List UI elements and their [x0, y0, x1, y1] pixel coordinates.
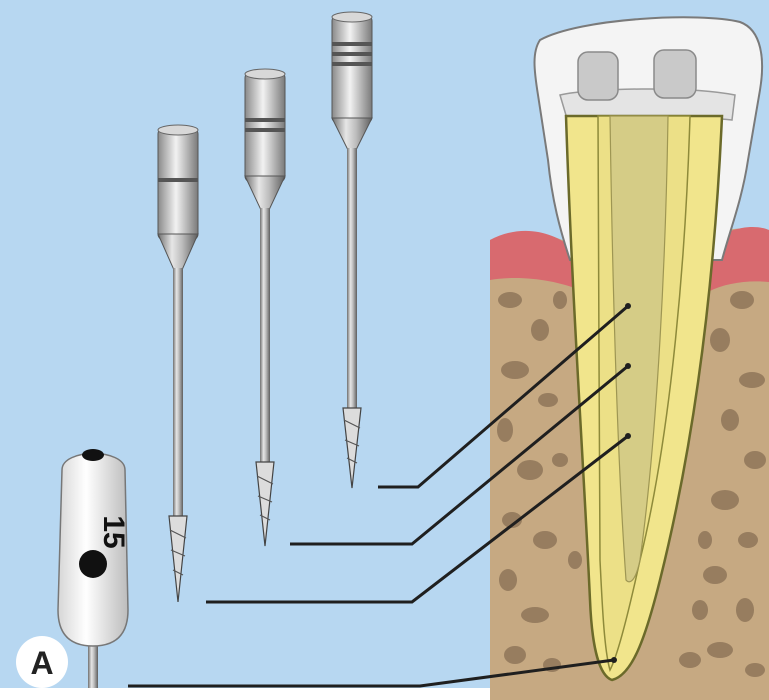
bone-pore [498, 292, 522, 308]
handle-size-label: 15 [97, 515, 130, 548]
panel-label-text: A [30, 645, 53, 681]
bone-pore [744, 451, 766, 469]
access-post-right [654, 50, 696, 98]
panel-label: A [16, 636, 68, 688]
bone-pore [568, 551, 582, 569]
bone-pore [707, 642, 733, 658]
bone-pore [538, 393, 558, 407]
instrument-2-cap [245, 72, 285, 182]
bone-pore [521, 607, 549, 623]
handle-color-dot [79, 550, 107, 578]
access-post-left [578, 52, 618, 100]
bone-pore [739, 372, 765, 388]
bone-pore [692, 600, 708, 620]
instrument-1-shaft [173, 268, 183, 518]
bone-pore [745, 663, 765, 677]
bone-pore [552, 453, 568, 467]
bone-pore [710, 328, 730, 352]
bone-pore [497, 418, 513, 442]
bone-pore [738, 532, 758, 548]
bone-pore [501, 361, 529, 379]
bone-pore [703, 566, 727, 584]
handle-top-cap [82, 449, 104, 461]
bone-pore [721, 409, 739, 431]
bone-pore [730, 291, 754, 309]
bone-pore [533, 531, 557, 549]
instrument-2-shaft [260, 208, 270, 463]
bone-pore [504, 646, 526, 664]
bone-pore [679, 652, 701, 668]
bone-pore [499, 569, 517, 591]
instrument-1-cap [158, 128, 198, 240]
bone-pore [517, 460, 543, 480]
bone-pore [553, 291, 567, 309]
bone-pore [531, 319, 549, 341]
instrument-3-shaft [347, 148, 357, 410]
instrument-a-handle [58, 454, 128, 647]
instrument-a-shaft [88, 640, 98, 688]
bone-pore [711, 490, 739, 510]
bone-pore [698, 531, 712, 549]
bone-pore [736, 598, 754, 622]
instrument-3-cap [332, 15, 372, 123]
